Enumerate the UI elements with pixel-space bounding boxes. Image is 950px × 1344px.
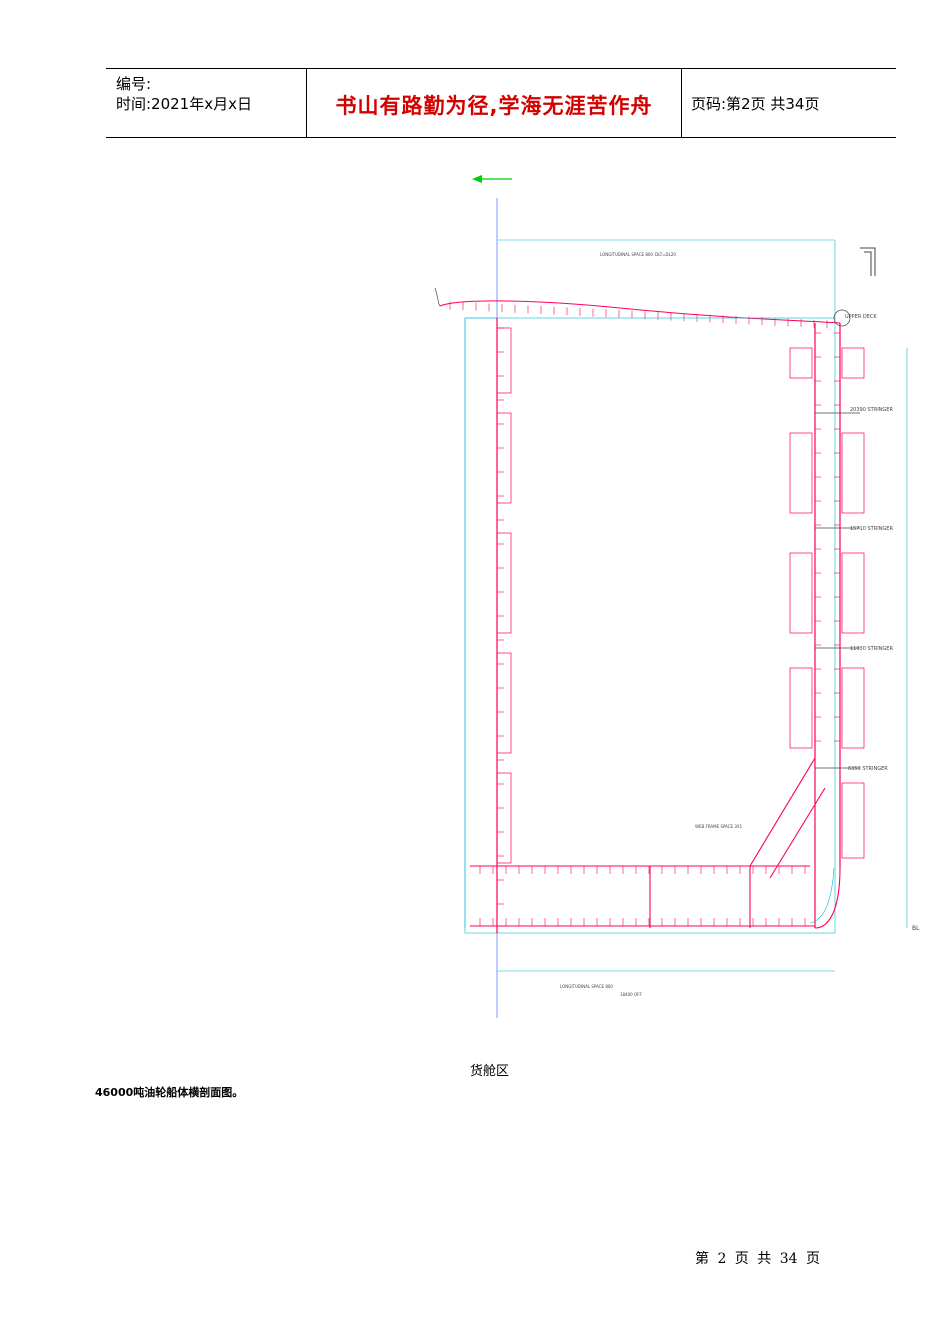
section-top-label: DLT=DL20 [655, 252, 676, 257]
web-frame-label: WEB FRAME SPACE 3X1 [695, 824, 743, 829]
header-page-cell: 页码:第2页 共34页 [681, 69, 896, 137]
stringer-label-4: 6350 STRINGER [848, 766, 888, 772]
figure-caption: 货舱区 [470, 1064, 510, 1079]
baseline-label: BL [912, 925, 920, 932]
offset-label: 18400 OFF [620, 992, 642, 997]
upper-deck [434, 287, 841, 324]
hull-section-drawing: UPPER DECK 20390 STRINGER 15710 STRINGER… [434, 175, 920, 1018]
page-footer: 第 2 页 共 34 页 [695, 1251, 820, 1267]
double-bottom [470, 865, 815, 928]
header-page-info: 页码:第2页 共34页 [691, 95, 820, 113]
deck-longitudinals [449, 301, 828, 329]
bottom-longitudinals [479, 866, 806, 926]
doc-number-label: 编号: [116, 75, 152, 93]
stringer-label-1: 20390 STRINGER [850, 407, 893, 413]
bulkhead-longitudinals [815, 332, 840, 742]
starboard-web-frames [789, 347, 865, 859]
figure-title: 46000吨油轮船体横剖面图。 [95, 1086, 244, 1099]
hold-outline [464, 317, 836, 934]
header-meta-cell: 编号: 时间:2021年x月x日 [106, 69, 306, 137]
port-web-frames [496, 327, 512, 864]
dimension-lines [464, 239, 908, 972]
header-motto: 书山有路勤为径,学海无涯苦作舟 [335, 94, 653, 118]
direction-arrow-icon [472, 175, 512, 183]
long-space-bottom-label: LONGITUDINAL SPACE 800 [560, 984, 613, 989]
hopper-bilge [749, 757, 841, 929]
angle-bracket-icon [860, 247, 876, 276]
stringer-label-2: 15710 STRINGER [850, 526, 893, 532]
stringer-label-3: 11030 STRINGER [850, 646, 893, 652]
port-longitudinals [497, 327, 504, 905]
stringers [815, 412, 860, 769]
header-motto-cell: 书山有路勤为径,学海无涯苦作舟 [306, 69, 682, 137]
long-space-top-label: LONGITUDINAL SPACE 800 [600, 252, 653, 257]
doc-time-label: 时间:2021年x月x日 [116, 95, 252, 113]
page-header: 编号: 时间:2021年x月x日 书山有路勤为径,学海无涯苦作舟 页码:第2页 … [106, 68, 896, 138]
deck-edge-marker [833, 309, 851, 327]
upper-deck-label: UPPER DECK [845, 314, 877, 320]
